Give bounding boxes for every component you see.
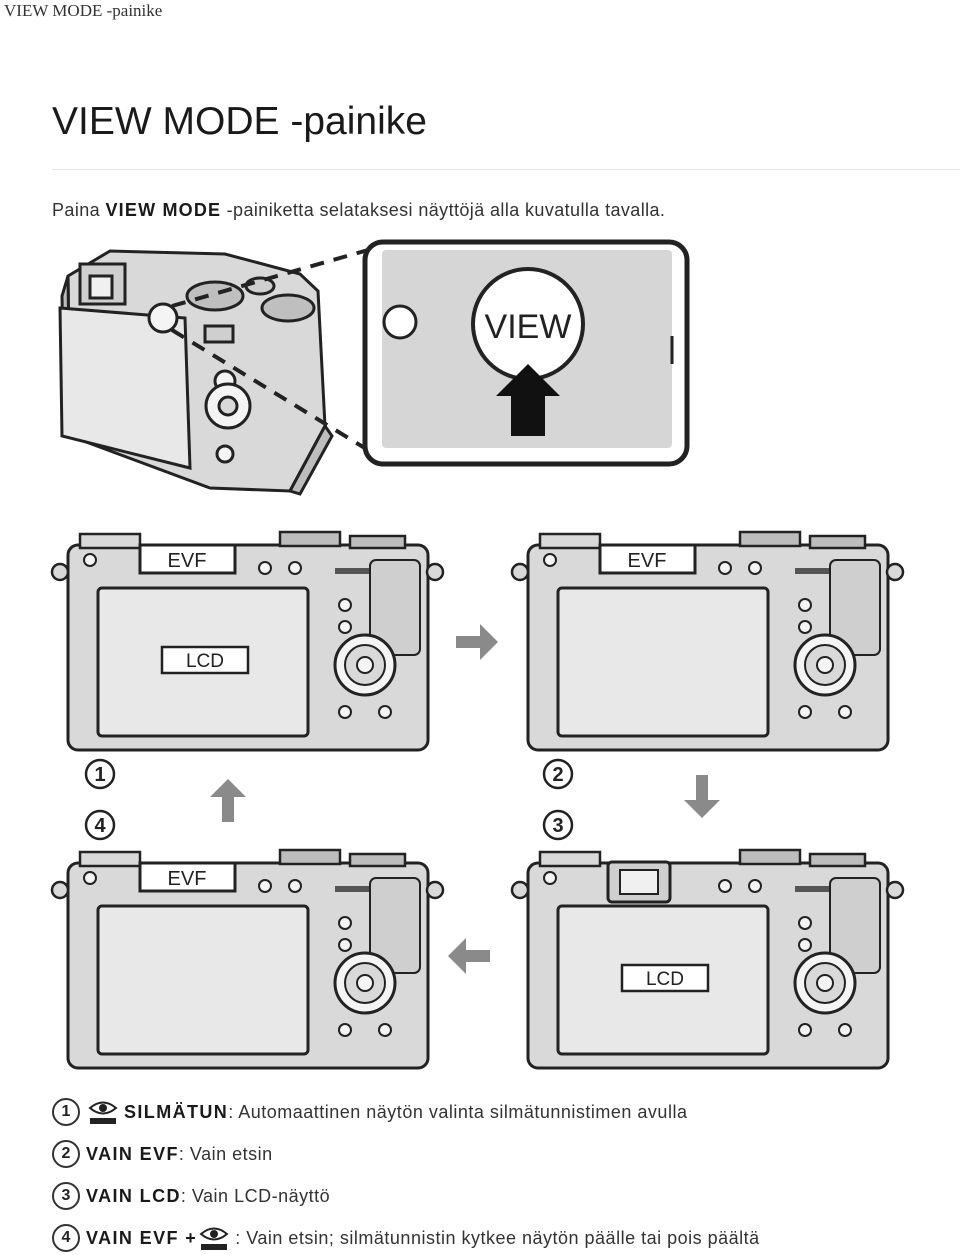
intro-button-name: VIEW MODE [105,200,222,220]
legend-item-4: 4 VAIN EVF + : Vain etsin; silmätunnisti… [52,1224,760,1254]
step-number-4: 4 [94,815,106,837]
intro-text: Paina VIEW MODE -painiketta selataksesi … [52,200,665,221]
camera-mode-2: EVF [510,530,905,752]
legend-description: : Vain etsin [178,1143,273,1164]
legend-number: 1 [52,1098,80,1126]
legend-mode-name: SILMÄTUN [124,1101,229,1122]
legend-number: 4 [52,1224,80,1252]
camera-view-button-figure: VIEW [58,239,690,496]
legend-description: : Vain etsin; silmätunnistin kytkee näyt… [235,1227,760,1248]
eye-sensor-icon [88,1101,118,1124]
step-number-3: 3 [552,815,563,837]
evf-label: EVF [628,550,667,572]
evf-label: EVF [168,868,207,890]
lcd-label: LCD [646,969,684,990]
legend-description: : Vain LCD-näyttö [180,1185,331,1206]
evf-label: EVF [168,550,207,572]
step-number-1: 1 [94,764,105,786]
title-divider [52,169,960,170]
legend-description: : Automaattinen näytön valinta silmätunn… [228,1101,688,1122]
eye-sensor-icon [199,1227,229,1250]
step-number-2: 2 [552,764,563,786]
mode-cycle-arrows: 1 4 2 3 [84,624,720,974]
camera-perspective-icon [58,249,334,496]
legend-item-3: 3 VAIN LCD: Vain LCD-näyttö [52,1182,330,1212]
legend-mode-name: VAIN EVF + [86,1227,198,1248]
arrow-down-icon [684,775,720,818]
legend-number: 2 [52,1140,80,1168]
legend-number: 3 [52,1182,80,1210]
arrow-up-icon [210,779,246,822]
page-title: VIEW MODE -painike [52,100,427,143]
view-button-label: VIEW [485,308,572,346]
camera-mode-3: LCD [510,848,905,1070]
arrow-right-icon [456,624,498,660]
legend-mode-name: VAIN EVF [86,1143,179,1164]
camera-mode-1: EVF LCD [50,530,445,752]
legend-mode-name: VAIN LCD [86,1185,181,1206]
tab-title: VIEW MODE -painike [4,1,163,20]
camera-mode-4: EVF [50,848,445,1070]
lcd-label: LCD [186,651,224,672]
intro-suffix: -painiketta selataksesi näyttöjä alla ku… [221,200,666,220]
view-button-zoom-panel: VIEW [362,239,690,467]
legend-item-2: 2 VAIN EVF: Vain etsin [52,1140,273,1170]
intro-prefix: Paina [52,200,106,220]
legend-item-1: 1 SILMÄTUN: Automaattinen näytön valinta… [52,1098,687,1128]
arrow-left-icon [448,938,490,974]
